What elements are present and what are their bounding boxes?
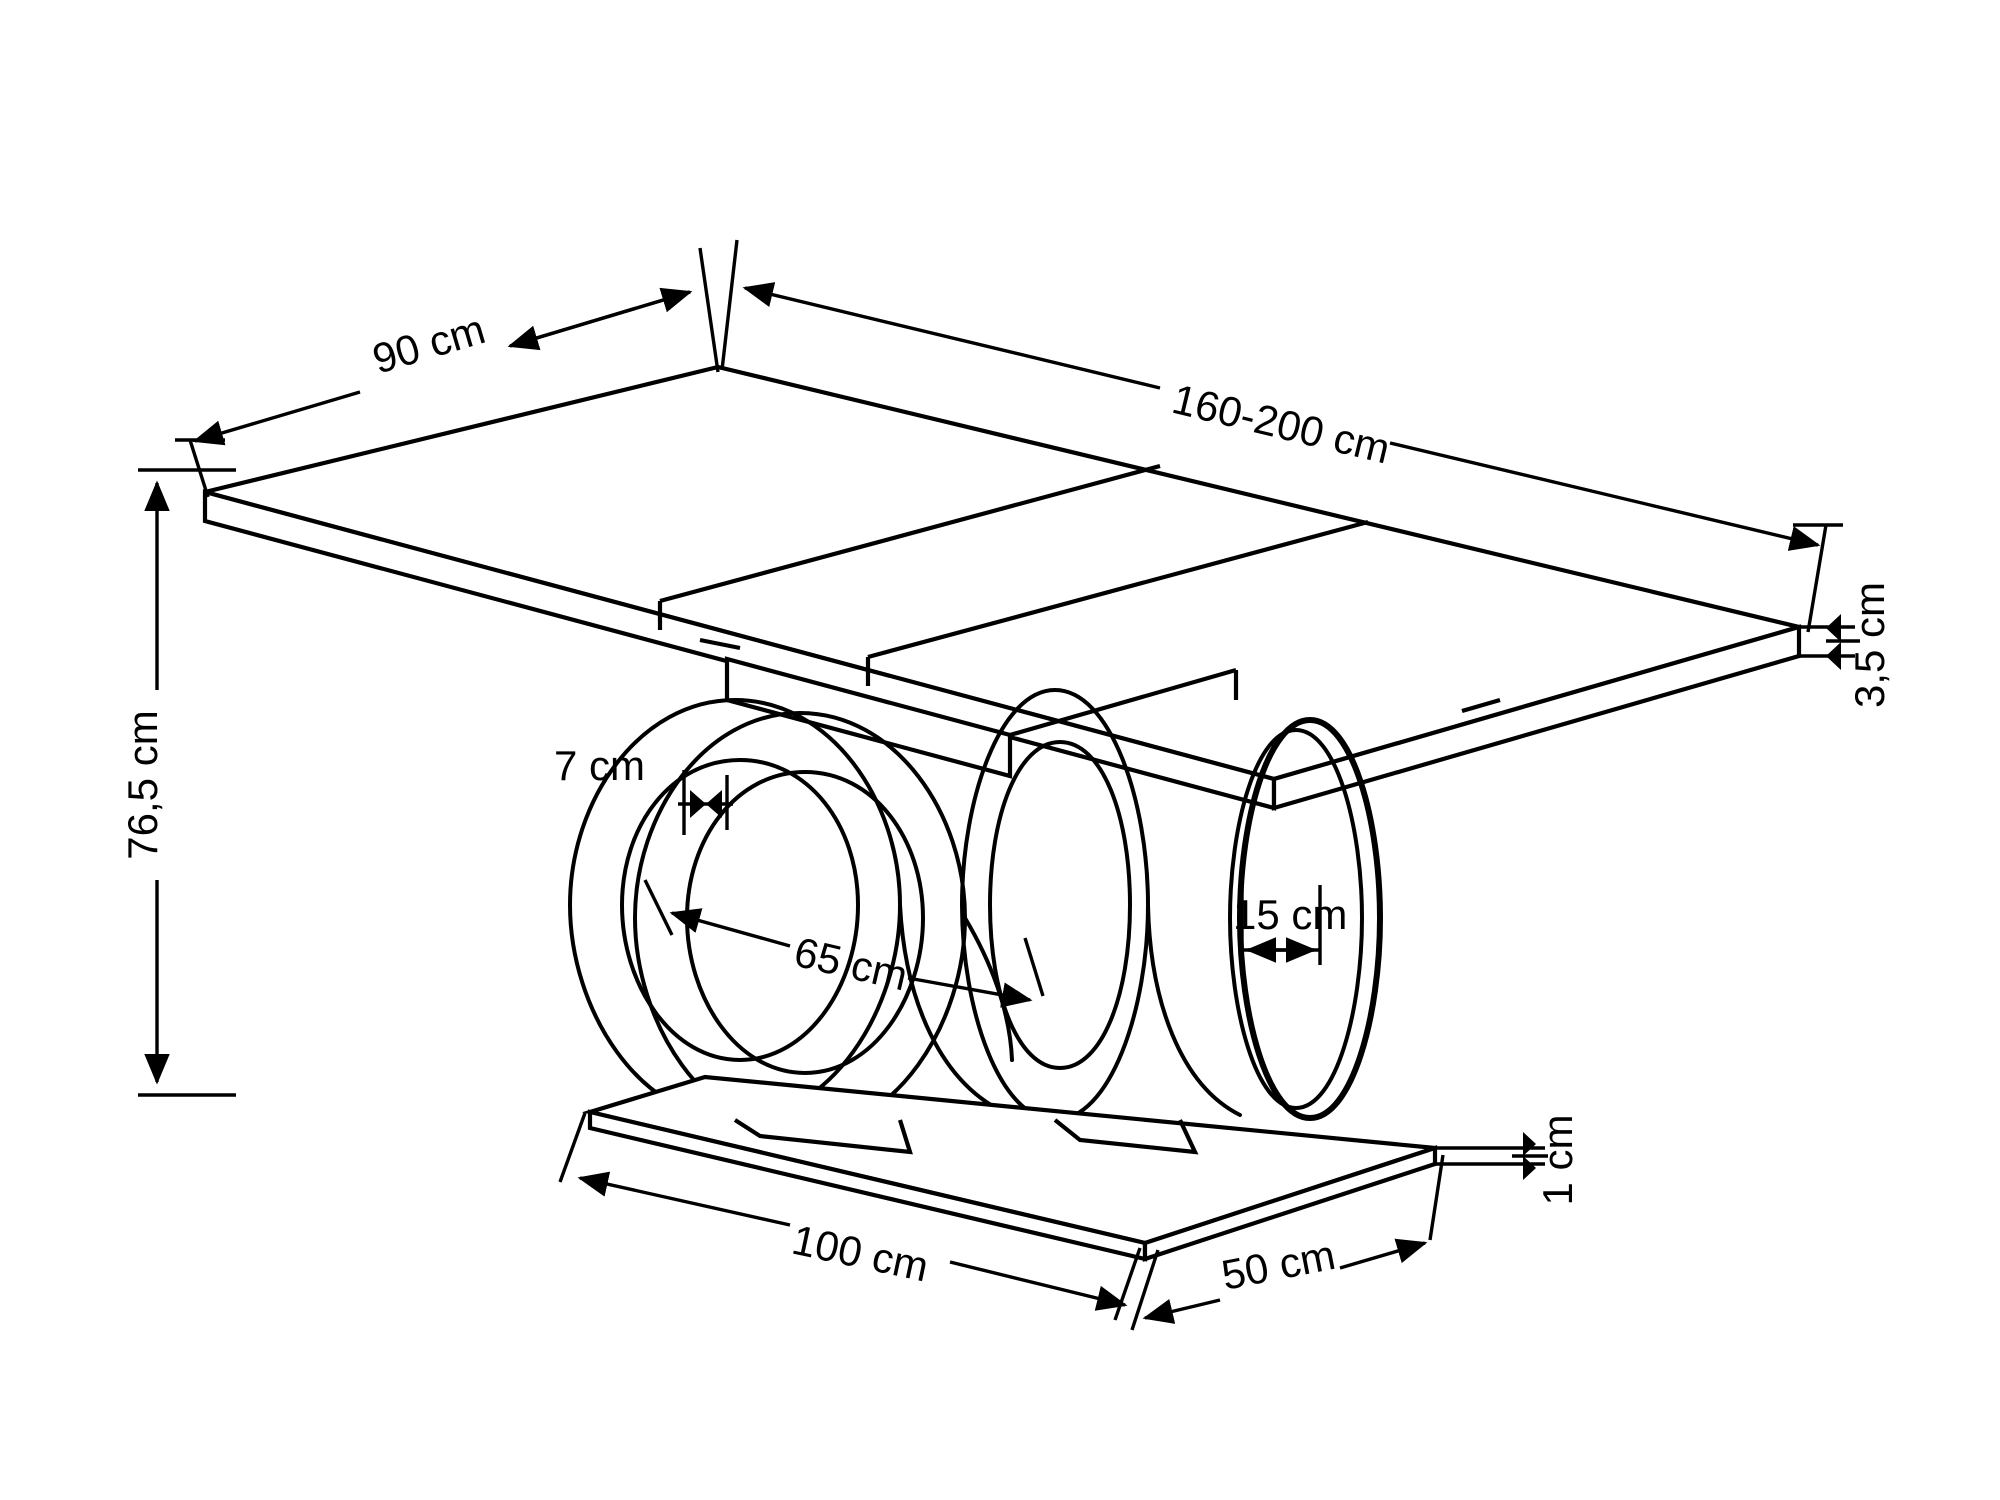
base-ring-band-connector-c bbox=[963, 916, 1014, 1062]
base-ring-band-connector-b bbox=[1146, 903, 1242, 1117]
dimension-height: 76,5 cm bbox=[119, 468, 236, 1097]
dim-ring-dia-witness-a bbox=[643, 879, 674, 936]
dim-base-thk-bowtie bbox=[1523, 1132, 1536, 1180]
dim-base-wid-witness-right bbox=[1428, 1154, 1445, 1241]
dim-base-thickness-label: 1 cm bbox=[1534, 1114, 1581, 1205]
dim-height-label: 76,5 cm bbox=[119, 710, 166, 859]
dim-depth-line-left bbox=[192, 390, 361, 446]
dim-base-length-label: 100 cm bbox=[788, 1216, 932, 1291]
apron-top-edge bbox=[1009, 667, 1237, 738]
dim-width-arrow-right bbox=[1389, 441, 1821, 551]
dim-width-label: 160-200 cm bbox=[1168, 375, 1395, 472]
base-ring-3 bbox=[959, 687, 1151, 1123]
dim-width-witness-right bbox=[1806, 524, 1828, 633]
dimension-base-thickness: 1 cm bbox=[1435, 1114, 1581, 1206]
dim-base-width-label: 50 cm bbox=[1218, 1231, 1339, 1299]
dim-ring-dia-witness-b bbox=[1023, 937, 1045, 997]
dim-base-wid-arrow-left bbox=[1142, 1298, 1221, 1324]
dim-ring-thickness-label: 7 cm bbox=[554, 742, 645, 789]
floor-plate-ring-foot-2 bbox=[1053, 1118, 1199, 1155]
dim-ring-dia-arrow-right bbox=[907, 976, 1033, 1008]
apron-notch-right bbox=[1461, 697, 1501, 714]
dim-depth-label: 90 cm bbox=[367, 305, 490, 383]
base-ring-1-inner bbox=[619, 757, 861, 1063]
dim-base-len-witness-right bbox=[1113, 1247, 1142, 1321]
floor-plate bbox=[581, 1074, 1438, 1262]
dim-top-thickness-label: 3,5 cm bbox=[1846, 582, 1893, 708]
base-ring-4-outer bbox=[1236, 716, 1384, 1122]
apron-front bbox=[724, 656, 1013, 779]
base-ring-2-inner bbox=[684, 769, 926, 1076]
dim-depth-arrow-right bbox=[519, 287, 693, 345]
table-apron bbox=[699, 637, 1501, 779]
dim-ring-gap-label: 15 cm bbox=[1233, 891, 1347, 938]
table-top-extension-left bbox=[659, 463, 1161, 604]
dim-base-len-arrow-left bbox=[577, 1171, 791, 1227]
base-ring-4-inner bbox=[1227, 727, 1365, 1111]
dimension-ring-gap: 15 cm bbox=[1233, 885, 1347, 965]
dim-base-len-witness-left bbox=[558, 1112, 587, 1183]
dim-width-arrow-left bbox=[742, 282, 1161, 390]
dim-top-thk-bowtie bbox=[1826, 614, 1841, 670]
dim-base-len-arrow-right bbox=[949, 1260, 1128, 1311]
dimension-ring-thickness: 7 cm bbox=[554, 742, 733, 835]
dim-ring-diameter-label: 65 cm bbox=[790, 928, 912, 1000]
dim-base-wid-witness-left bbox=[1130, 1249, 1160, 1331]
base-ring-band-connector-a bbox=[898, 903, 1012, 1117]
table-top-extension-right bbox=[867, 519, 1369, 660]
dimension-ring-diameter: 65 cm bbox=[643, 879, 1045, 1008]
dim-ring-dia-arrow-left bbox=[669, 908, 791, 948]
floor-plate-ring-foot-1 bbox=[733, 1118, 913, 1155]
apron-notch-left bbox=[699, 637, 741, 651]
dim-depth-witness-right bbox=[698, 247, 720, 373]
dim-base-wid-arrow-right bbox=[1339, 1238, 1428, 1270]
base-ring-4 bbox=[1227, 716, 1384, 1122]
base-ring-3-inner bbox=[987, 739, 1133, 1071]
dim-width-witness-left bbox=[720, 239, 739, 371]
dimension-top-thickness: 3,5 cm bbox=[1799, 582, 1893, 708]
